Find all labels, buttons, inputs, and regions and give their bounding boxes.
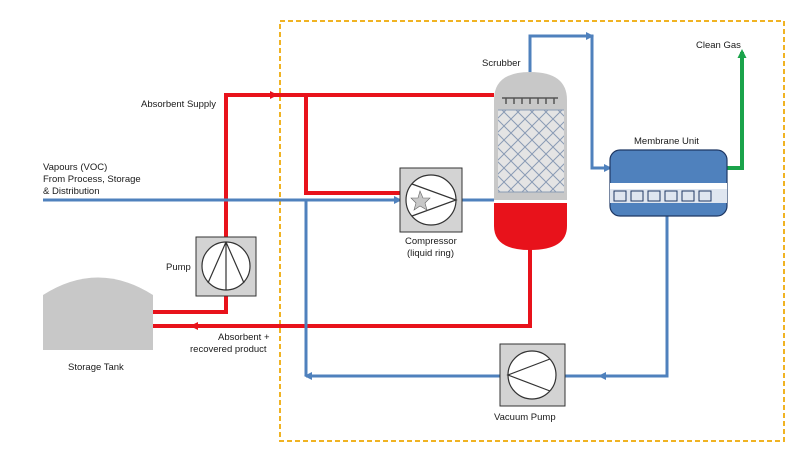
clean-gas-line bbox=[727, 49, 747, 170]
spray-distributor bbox=[502, 97, 558, 104]
scrubber-liquid-sump bbox=[494, 203, 567, 250]
vapours-label-line3: & Distribution bbox=[43, 186, 100, 197]
storage-tank-label: Storage Tank bbox=[68, 362, 124, 373]
storage-tank bbox=[43, 277, 153, 350]
vacuum-pump-label: Vacuum Pump bbox=[494, 412, 556, 423]
compressor bbox=[399, 167, 463, 233]
clean-gas-label: Clean Gas bbox=[696, 40, 741, 51]
scrubber-label: Scrubber bbox=[482, 58, 521, 69]
battery-limit-boundary bbox=[279, 20, 785, 442]
vacuum-pump bbox=[499, 343, 566, 407]
membrane-unit-label: Membrane Unit bbox=[634, 136, 699, 147]
compressor-impeller-icon bbox=[410, 190, 431, 211]
vapours-label-line1: Vapours (VOC) bbox=[43, 162, 107, 173]
compressor-label-line2: (liquid ring) bbox=[407, 248, 454, 259]
compressor-label-line1: Compressor bbox=[405, 236, 457, 247]
absorbent-supply-label: Absorbent Supply bbox=[141, 99, 216, 110]
pump bbox=[195, 236, 257, 297]
pump-label: Pump bbox=[166, 262, 191, 273]
vapours-label-line2: From Process, Storage bbox=[43, 174, 141, 185]
membrane-unit bbox=[609, 149, 728, 217]
absorbent-supply-line bbox=[224, 91, 278, 237]
permeate-line bbox=[598, 216, 669, 380]
scrubber-column bbox=[494, 72, 567, 250]
absorbent-return-label-line1: Absorbent + bbox=[218, 332, 270, 343]
tank-to-pump-line bbox=[153, 296, 228, 314]
vapour-lines bbox=[43, 32, 669, 380]
absorbent-to-compressor-line bbox=[304, 95, 400, 195]
absorbent-return-label-line2: recovered product bbox=[190, 344, 267, 355]
